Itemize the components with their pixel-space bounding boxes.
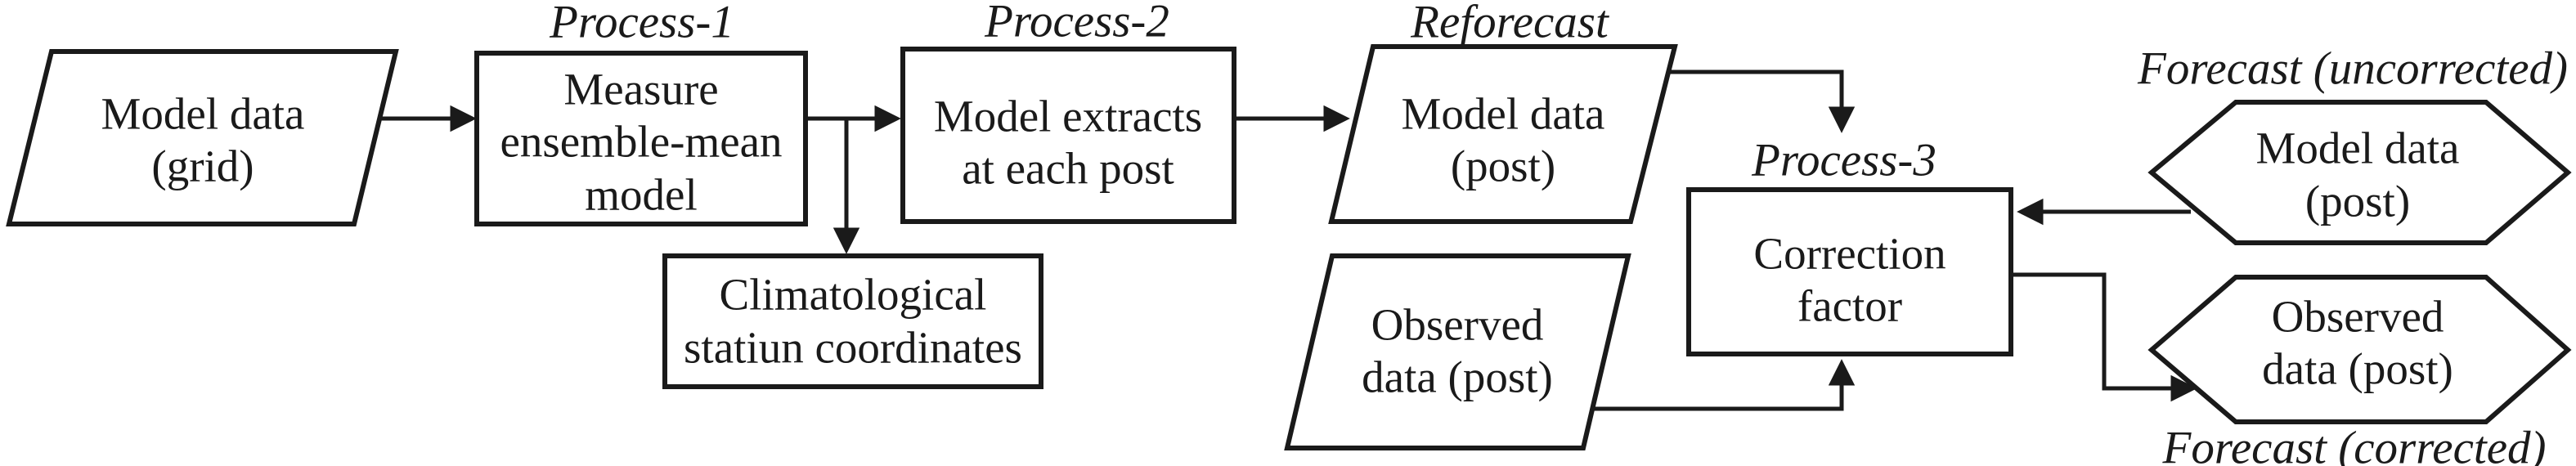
label-process-2: Process-2 xyxy=(984,0,1169,47)
model-extracts-at-each-post-rect xyxy=(900,47,1236,224)
label-reforecast: Reforecast xyxy=(1410,0,1609,48)
model-data-post-reforecast-text: (post) xyxy=(1451,141,1555,191)
node-model-extracts-at-each-post: Model extracts at each post xyxy=(900,47,1236,224)
node-model-data-post-uncorrected: Model data (post) xyxy=(2147,100,2572,245)
label-process-1: Process-1 xyxy=(549,0,734,48)
node-model-data-post-reforecast: Model data (post) xyxy=(1328,44,1678,224)
node-model-data-grid: Model data (grid) xyxy=(6,49,399,226)
arrow-reforecast-model-data-to-correction xyxy=(1670,69,1856,133)
observed-data-post-reforecast-text: data (post) xyxy=(1362,352,1553,402)
model-extracts-at-each-post-text: at each post xyxy=(962,144,1174,194)
node-climatological-station-coordinates: Climatological statiun coordinates xyxy=(662,253,1043,389)
climatological-station-coordinates-text: Climatological xyxy=(720,270,987,320)
model-data-post-reforecast-parallelogram xyxy=(1328,44,1678,224)
observed-data-post-reforecast-parallelogram xyxy=(1284,253,1631,450)
measure-ensemble-mean-model-text: Measure xyxy=(563,65,718,114)
arrow-observed-data-to-correction xyxy=(1591,359,1856,411)
correction-factor-rect xyxy=(1686,187,2013,356)
observed-data-post-corrected-text: data (post) xyxy=(2262,344,2453,394)
label-forecast-uncorrected: Forecast (uncorrected) xyxy=(2137,43,2568,95)
model-extracts-at-each-post-text: Model extracts xyxy=(934,92,1202,141)
climatological-station-coordinates-rect xyxy=(662,253,1043,389)
arrow-correction-to-corrected-forecast xyxy=(2011,272,2197,402)
label-process-3: Process-3 xyxy=(1751,135,1936,186)
observed-data-post-corrected-text: Observed xyxy=(2272,292,2444,342)
node-observed-data-post-reforecast: Observed data (post) xyxy=(1284,253,1631,450)
node-correction-factor: Correction factor xyxy=(1686,187,2013,356)
measure-ensemble-mean-model-text: ensemble-mean xyxy=(500,117,782,167)
observed-data-post-reforecast-text: Observed xyxy=(1371,300,1544,350)
model-data-post-reforecast-text: Model data xyxy=(1402,89,1605,139)
model-data-post-uncorrected-hexagon xyxy=(2147,100,2572,245)
measure-ensemble-mean-model-rect xyxy=(474,51,808,226)
model-data-post-uncorrected-text: (post) xyxy=(2305,177,2410,226)
node-measure-ensemble-mean-model: Measure ensemble-mean model xyxy=(474,51,808,226)
model-data-grid-text: (grid) xyxy=(151,141,254,191)
observed-data-post-corrected-hexagon xyxy=(2147,275,2572,424)
label-forecast-corrected: Forecast (corrected) xyxy=(2162,423,2547,466)
correction-factor-text: factor xyxy=(1797,281,1902,331)
model-data-grid-parallelogram xyxy=(6,49,399,226)
correction-factor-text: Correction xyxy=(1753,229,1945,279)
model-data-grid-text: Model data xyxy=(101,89,305,139)
measure-ensemble-mean-model-text: model xyxy=(585,170,697,220)
node-observed-data-post-corrected: Observed data (post) xyxy=(2147,275,2572,424)
model-data-post-uncorrected-text: Model data xyxy=(2256,123,2460,173)
climatological-station-coordinates-text: statiun coordinates xyxy=(684,323,1022,373)
